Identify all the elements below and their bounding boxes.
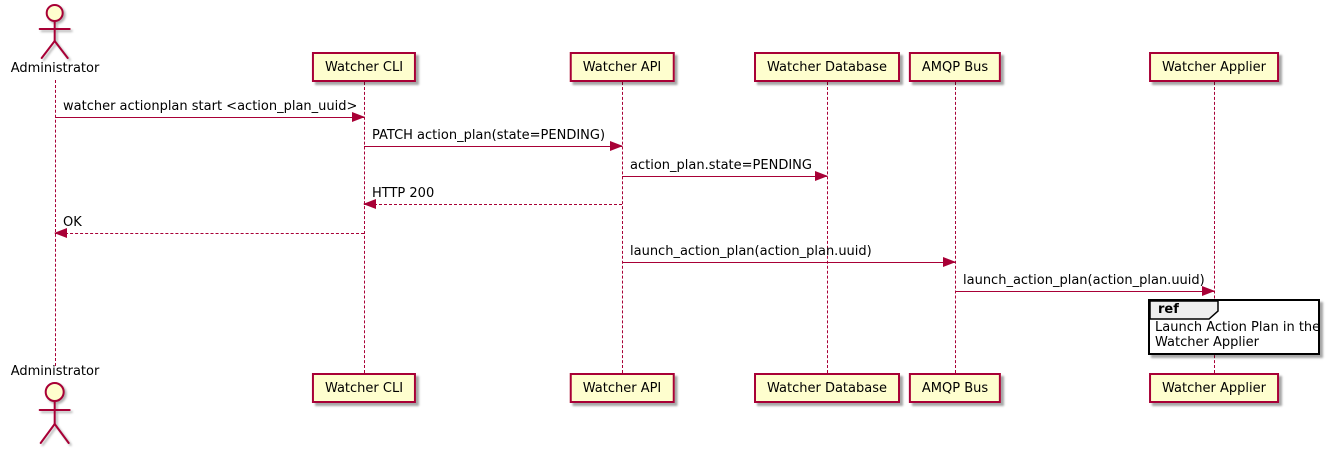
actor-stick-figure-icon	[39, 4, 71, 59]
message-line	[55, 233, 364, 234]
actor-label: Administrator	[10, 61, 100, 76]
message-line	[364, 204, 622, 205]
message-line	[622, 176, 827, 177]
message-label: PATCH action_plan(state=PENDING)	[372, 128, 606, 143]
message-line	[955, 291, 1214, 292]
participant-label: Watcher API	[582, 380, 662, 396]
actor-administrator-top: Administrator	[10, 3, 100, 77]
participant-watcher-cli-top: Watcher CLI	[311, 52, 417, 82]
ref-text-line: Launch Action Plan in the	[1155, 320, 1321, 335]
ref-text-line: Watcher Applier	[1155, 335, 1259, 350]
participant-label: Watcher Database	[767, 59, 887, 75]
participant-watcher-api-bottom: Watcher API	[569, 373, 675, 403]
participant-label: Watcher Applier	[1162, 380, 1266, 396]
participant-amqp-bus-bottom: AMQP Bus	[908, 373, 1002, 403]
lifeline-amqp-bus	[955, 82, 956, 373]
ref-header: ref	[1149, 300, 1219, 320]
message-line	[55, 117, 364, 118]
ref-body: Launch Action Plan in the Watcher Applie…	[1150, 319, 1321, 353]
actor-stick-figure-icon	[39, 382, 71, 444]
arrowhead-icon	[352, 112, 365, 122]
message-label: HTTP 200	[372, 186, 435, 201]
arrowhead-icon	[815, 171, 828, 181]
message-line	[364, 146, 622, 147]
participant-label: Watcher Applier	[1162, 59, 1266, 75]
ref-pentagon-icon	[1149, 300, 1219, 320]
lifeline-watcher-database	[827, 82, 828, 373]
participant-watcher-applier-top: Watcher Applier	[1149, 52, 1279, 82]
message-label: launch_action_plan(action_plan.uuid)	[963, 273, 1205, 288]
arrowhead-icon	[610, 141, 623, 151]
participant-label: Watcher API	[582, 59, 662, 75]
lifeline-administrator	[55, 80, 56, 366]
participant-watcher-cli-bottom: Watcher CLI	[311, 373, 417, 403]
lifeline-watcher-cli	[364, 82, 365, 373]
message-label: action_plan.state=PENDING	[630, 158, 812, 173]
ref-keyword: ref	[1158, 302, 1179, 317]
message-label: watcher actionplan start <action_plan_uu…	[63, 99, 358, 114]
participant-label: AMQP Bus	[921, 59, 989, 75]
participant-label: AMQP Bus	[921, 380, 989, 396]
participant-watcher-applier-bottom: Watcher Applier	[1149, 373, 1279, 403]
participant-label: Watcher Database	[767, 380, 887, 396]
message-label: OK	[63, 215, 82, 230]
actor-administrator-bottom: Administrator	[10, 364, 100, 452]
participant-watcher-api-top: Watcher API	[569, 52, 675, 82]
lifeline-watcher-api	[622, 82, 623, 373]
ref-fragment: ref Launch Action Plan in the Watcher Ap…	[1148, 299, 1320, 355]
arrowhead-icon	[54, 228, 67, 238]
arrowhead-icon	[943, 257, 956, 267]
message-label: launch_action_plan(action_plan.uuid)	[630, 244, 872, 259]
participant-watcher-database-bottom: Watcher Database	[754, 373, 900, 403]
actor-label: Administrator	[10, 364, 100, 379]
participant-watcher-database-top: Watcher Database	[754, 52, 900, 82]
participant-label: Watcher CLI	[324, 380, 404, 396]
message-line	[622, 262, 955, 263]
participant-label: Watcher CLI	[324, 59, 404, 75]
arrowhead-icon	[363, 199, 376, 209]
lifeline-watcher-applier	[1214, 82, 1215, 373]
participant-amqp-bus-top: AMQP Bus	[908, 52, 1002, 82]
arrowhead-icon	[1202, 286, 1215, 296]
